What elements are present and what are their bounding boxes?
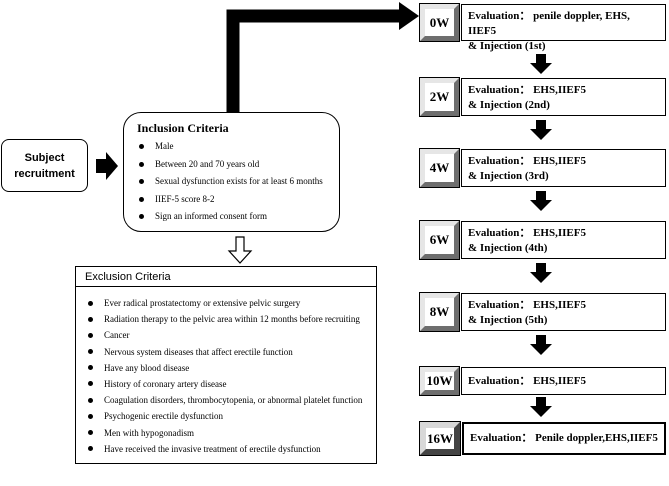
- exclusion-title: Exclusion Criteria: [76, 267, 376, 287]
- evaluation-line: Evaluation： penile doppler, EHS, IIEF5: [468, 10, 630, 37]
- subject-recruitment-box: Subject recruitment: [1, 139, 88, 192]
- exclusion-list: Ever radical prostatectomy or extensive …: [86, 295, 362, 457]
- exclusion-item: Have received the invasive treatment of …: [86, 441, 362, 457]
- week-label: 10W: [426, 373, 453, 388]
- injection-line: & Injection (3rd): [468, 170, 549, 182]
- week-box-6w: 6W: [420, 221, 459, 259]
- week-label: 2W: [429, 89, 450, 104]
- injection-line: & Injection (4th): [468, 242, 548, 254]
- evaluation-box-8w: Evaluation： EHS,IIEF5 & Injection (5th): [461, 293, 666, 331]
- arrow-down-4-6: [530, 191, 552, 211]
- exclusion-item: Men with hypogonadism: [86, 425, 362, 441]
- arrow-head-0w: [399, 2, 419, 30]
- evaluation-box-0w: Evaluation： penile doppler, EHS, IIEF5 &…: [461, 4, 666, 52]
- week-box-2w: 2W: [420, 78, 459, 116]
- inclusion-item: Male: [137, 138, 339, 156]
- week-box-10w: 10W: [420, 367, 459, 395]
- exclusion-item: Psychogenic erectile dysfunction: [86, 408, 362, 424]
- injection-line: & Injection (2nd): [468, 99, 550, 111]
- week-box-0w: 0W: [420, 4, 459, 41]
- week-box-8w: 8W: [420, 293, 459, 331]
- inclusion-item: Between 20 and 70 years old: [137, 156, 339, 174]
- week-box-4w: 4W: [420, 149, 459, 187]
- week-label: 8W: [429, 304, 450, 319]
- arrow-down-6-8: [530, 263, 552, 283]
- exclusion-item: Nervous system diseases that affect erec…: [86, 344, 362, 360]
- inclusion-item: IIEF-5 score 8-2: [137, 191, 339, 209]
- exclusion-item: Ever radical prostatectomy or extensive …: [86, 295, 362, 311]
- inclusion-list: Male Between 20 and 70 years old Sexual …: [137, 138, 339, 226]
- week-box-16w: 16W: [420, 422, 460, 455]
- evaluation-line: Evaluation： EHS,IIEF5: [468, 374, 586, 387]
- arrow-down-2-4: [530, 120, 552, 140]
- arrow-down-10-16: [530, 397, 552, 417]
- exclusion-item: Radiation therapy to the pelvic area wit…: [86, 311, 362, 327]
- exclusion-criteria-box: Exclusion Criteria Ever radical prostate…: [75, 266, 377, 464]
- week-label: 16W: [427, 430, 453, 446]
- exclusion-item: History of coronary artery disease: [86, 376, 362, 392]
- evaluation-box-10w: Evaluation： EHS,IIEF5: [461, 367, 666, 395]
- week-label: 0W: [429, 14, 450, 30]
- evaluation-line: Evaluation： EHS,IIEF5: [468, 155, 586, 167]
- arrow-down-hollow: [227, 236, 253, 264]
- connector-elbow: [226, 9, 402, 112]
- evaluation-line: Evaluation： EHS,IIEF5: [468, 299, 586, 311]
- week-label: 4W: [429, 160, 450, 175]
- inclusion-item: Sign an informed consent form: [137, 208, 339, 226]
- arrow-down-8-10: [530, 335, 552, 355]
- evaluation-box-2w: Evaluation： EHS,IIEF5 & Injection (2nd): [461, 78, 666, 116]
- arrow-right-recruitment: [96, 152, 118, 180]
- evaluation-box-4w: Evaluation： EHS,IIEF5 & Injection (3rd): [461, 149, 666, 187]
- evaluation-line: Evaluation： EHS,IIEF5: [468, 84, 586, 96]
- exclusion-item: Have any blood disease: [86, 360, 362, 376]
- subject-recruitment-label: Subject recruitment: [14, 151, 75, 180]
- week-label: 6W: [429, 232, 450, 247]
- inclusion-title: Inclusion Criteria: [137, 121, 229, 135]
- exclusion-item: Coagulation disorders, thrombocytopenia,…: [86, 392, 362, 408]
- arrow-down-0-2: [530, 54, 552, 74]
- evaluation-box-16w: Evaluation： Penile doppler,EHS,IIEF5: [462, 422, 666, 455]
- evaluation-line: Evaluation： Penile doppler,EHS,IIEF5: [470, 432, 658, 444]
- inclusion-criteria-box: Inclusion Criteria Male Between 20 and 7…: [123, 112, 340, 232]
- exclusion-item: Cancer: [86, 327, 362, 343]
- injection-line: & Injection (5th): [468, 314, 548, 326]
- evaluation-line: Evaluation： EHS,IIEF5: [468, 227, 586, 239]
- injection-line: & Injection (1st): [468, 40, 546, 52]
- inclusion-item: Sexual dysfunction exists for at least 6…: [137, 173, 339, 191]
- evaluation-box-6w: Evaluation： EHS,IIEF5 & Injection (4th): [461, 221, 666, 259]
